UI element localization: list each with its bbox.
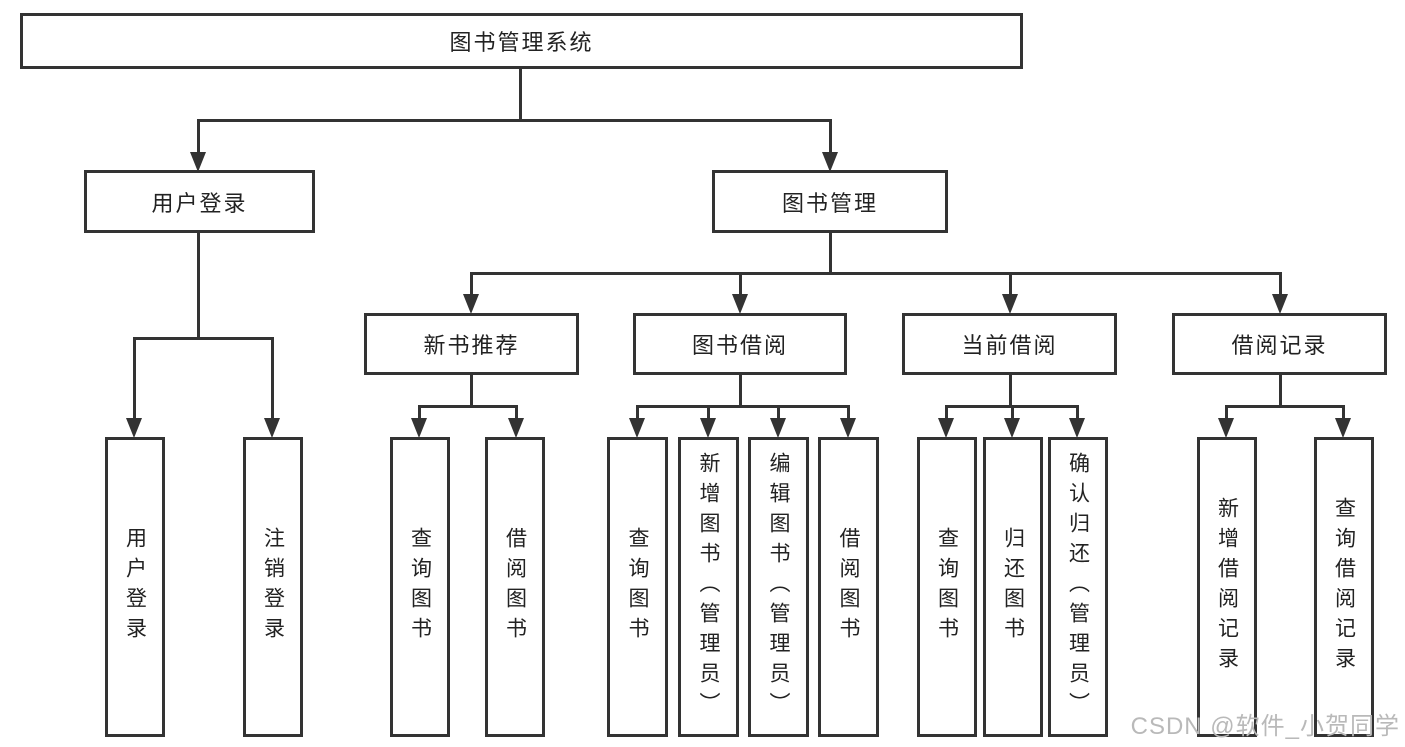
connector-new-book-stem — [470, 375, 473, 405]
arrow-to-query-books-3 — [938, 405, 955, 438]
node-current-borrowing: 当前借阅 — [902, 313, 1117, 375]
leaf-borrow-books-1-label: 借阅图书 — [503, 527, 527, 647]
leaf-edit-books-admin-label: 编辑图书（管理员） — [767, 452, 790, 722]
leaf-query-books-1-label: 查询图书 — [408, 527, 432, 647]
leaf-add-books-admin: 新增图书（管理员） — [678, 437, 739, 737]
arrow-to-query-borrow-record — [1335, 405, 1352, 438]
leaf-logout-label: 注销登录 — [261, 527, 285, 647]
leaf-logout: 注销登录 — [243, 437, 303, 737]
leaf-edit-books-admin: 编辑图书（管理员） — [748, 437, 809, 737]
connector-user-login-stem — [197, 233, 200, 337]
connector-book-management-branch — [470, 272, 1282, 275]
arrow-to-edit-books — [770, 405, 787, 438]
arrow-to-return-books — [1004, 405, 1021, 438]
connector-root-branch — [197, 119, 832, 122]
leaf-add-borrow-record-label: 新增借阅记录 — [1215, 497, 1239, 677]
node-user-login: 用户登录 — [84, 170, 315, 233]
leaf-return-books: 归还图书 — [983, 437, 1043, 737]
arrow-to-new-book-recommend — [463, 272, 480, 314]
leaf-query-books-1: 查询图书 — [390, 437, 450, 737]
arrow-to-user-login — [190, 119, 207, 172]
leaf-query-borrow-record: 查询借阅记录 — [1314, 437, 1374, 737]
connector-current-borrowing-stem — [1009, 375, 1012, 405]
leaf-confirm-return-admin: 确认归还（管理员） — [1048, 437, 1108, 737]
leaf-confirm-return-admin-label: 确认归还（管理员） — [1066, 452, 1090, 722]
leaf-user-login: 用户登录 — [105, 437, 165, 737]
connector-borrow-records-stem — [1279, 375, 1282, 405]
node-book-borrowing: 图书借阅 — [633, 313, 847, 375]
leaf-query-books-3: 查询图书 — [917, 437, 977, 737]
leaf-query-books-2: 查询图书 — [607, 437, 668, 737]
leaf-query-borrow-record-label: 查询借阅记录 — [1332, 497, 1356, 677]
arrow-to-query-books-2 — [629, 405, 646, 438]
arrow-to-add-books — [700, 405, 717, 438]
connector-borrow-records-branch — [1225, 405, 1345, 408]
leaf-query-books-3-label: 查询图书 — [935, 527, 959, 647]
node-new-book-recommend: 新书推荐 — [364, 313, 579, 375]
arrow-to-current-borrowing — [1002, 272, 1019, 314]
connector-book-borrowing-branch — [636, 405, 850, 408]
node-borrow-records: 借阅记录 — [1172, 313, 1387, 375]
arrow-to-leaf-logout — [264, 337, 281, 438]
leaf-user-login-label: 用户登录 — [123, 527, 147, 647]
connector-root-stem — [519, 69, 522, 119]
connector-user-login-branch — [133, 337, 274, 340]
connector-book-management-stem — [829, 233, 832, 272]
connector-new-book-branch — [418, 405, 518, 408]
leaf-borrow-books-1: 借阅图书 — [485, 437, 545, 737]
arrow-to-add-borrow-record — [1218, 405, 1235, 438]
arrow-to-borrow-records — [1272, 272, 1289, 314]
arrow-to-book-management — [822, 119, 839, 172]
arrow-to-book-borrowing — [732, 272, 749, 314]
leaf-borrow-books-2: 借阅图书 — [818, 437, 879, 737]
node-book-management: 图书管理 — [712, 170, 948, 233]
node-root-system: 图书管理系统 — [20, 13, 1023, 69]
arrow-to-confirm-return — [1069, 405, 1086, 438]
connector-book-borrowing-stem — [739, 375, 742, 405]
leaf-add-borrow-record: 新增借阅记录 — [1197, 437, 1257, 737]
leaf-borrow-books-2-label: 借阅图书 — [837, 527, 860, 647]
arrow-to-query-books-1 — [411, 405, 428, 438]
csdn-watermark: CSDN @软件_小贺同学 — [1130, 713, 1400, 740]
leaf-add-books-admin-label: 新增图书（管理员） — [697, 452, 720, 722]
leaf-query-books-2-label: 查询图书 — [626, 527, 649, 647]
arrow-to-borrow-books-1 — [508, 405, 525, 438]
leaf-return-books-label: 归还图书 — [1001, 527, 1025, 647]
arrow-to-borrow-books-2 — [840, 405, 857, 438]
arrow-to-leaf-user-login — [126, 337, 143, 438]
